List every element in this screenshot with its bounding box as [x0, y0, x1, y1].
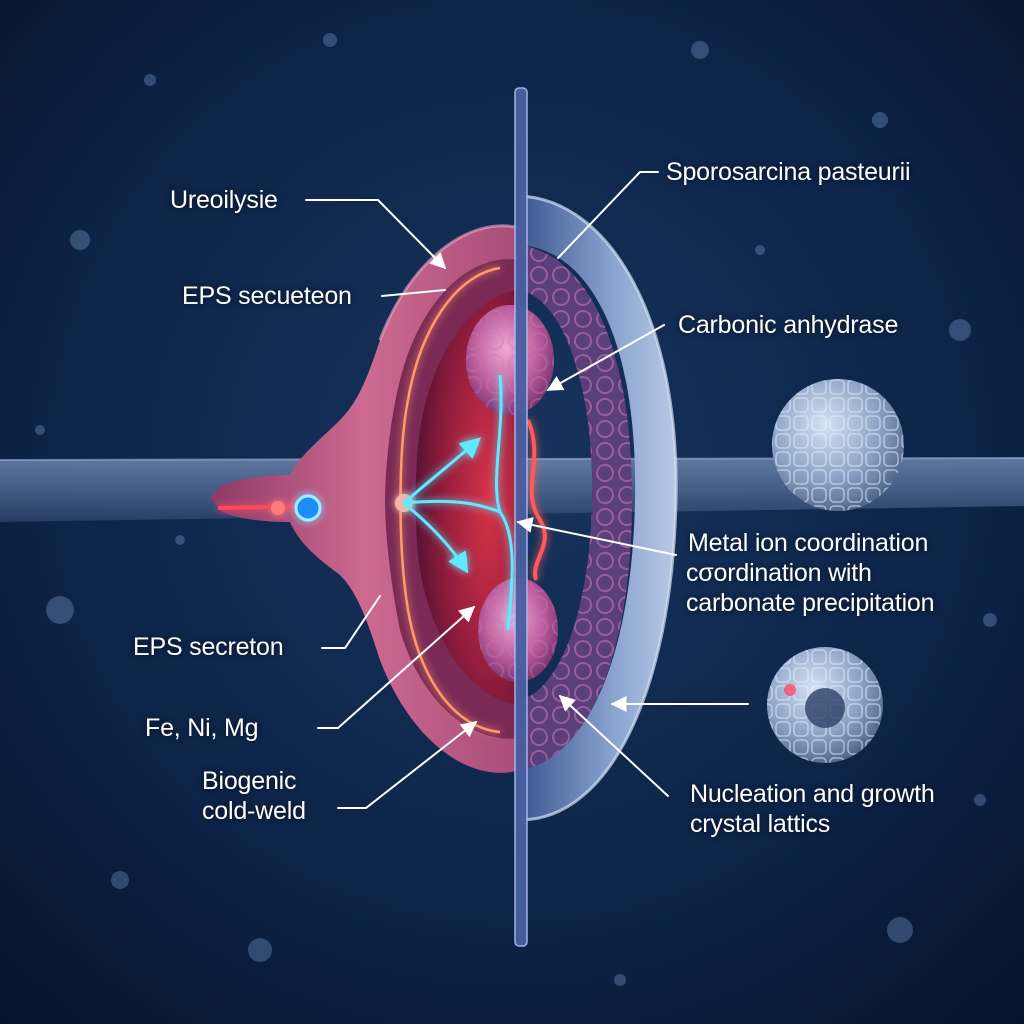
- crystal-cluster-bottom: [767, 647, 883, 763]
- leader-nucleation: [558, 694, 669, 797]
- leader-cold-weld: [337, 721, 478, 809]
- label-cold-weld-line1: Biogenic: [202, 767, 297, 795]
- label-metal-ion-line3: carbonate precipitation: [686, 589, 935, 617]
- leader-species: [557, 171, 659, 259]
- label-eps-secretion-top: EPS secueteon: [182, 282, 352, 310]
- label-metal-ion-line2: cσordination with: [686, 559, 872, 587]
- leader-eps-top: [381, 289, 446, 297]
- label-enzyme: Carbonic anhydrase: [678, 311, 899, 339]
- label-eps-secretion-bottom: EPS secreton: [133, 633, 284, 661]
- ion-channel: [294, 494, 322, 522]
- section-plane: [514, 87, 528, 947]
- crystal-cluster-top: [772, 379, 904, 511]
- leader-metal-ion: [516, 517, 677, 556]
- label-metals: Fe, Ni, Mg: [145, 714, 259, 742]
- label-species: Sporosarcina pasteurii: [666, 158, 911, 186]
- leader-enzyme: [546, 324, 665, 391]
- label-cold-weld-line2: cold-weld: [202, 797, 306, 825]
- label-ureolysis: Ureoilysie: [170, 186, 278, 214]
- leader-eps-bottom: [321, 595, 381, 649]
- leader-metals: [317, 605, 476, 729]
- label-metal-ion-line1: Metal ion coordination: [688, 529, 929, 557]
- label-nucleation-line2: crystal lattics: [690, 810, 831, 838]
- background-particles: [35, 33, 997, 986]
- label-nucleation-line1: Nucleation and growth: [690, 780, 935, 808]
- outer-shell: [520, 196, 677, 820]
- leader-ureolysis: [305, 199, 447, 270]
- leader-lines: [305, 171, 749, 809]
- cyan-pathway: [294, 374, 514, 631]
